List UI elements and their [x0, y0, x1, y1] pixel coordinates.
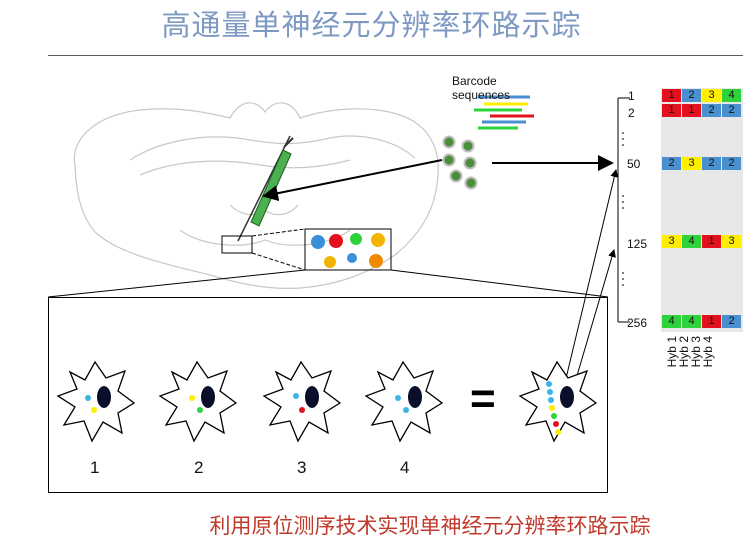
code-cell: 2: [682, 89, 701, 102]
library-ellipsis: [622, 132, 624, 286]
neuron-nuclei: [97, 386, 574, 408]
code-cell: 4: [682, 235, 701, 248]
code-cell: 2: [702, 104, 721, 117]
brain-section-illustration: [73, 102, 439, 289]
code-grid-background: [661, 88, 743, 332]
syringe-icon: [237, 135, 294, 242]
virus-particles: [442, 135, 478, 190]
code-cell: 4: [662, 315, 681, 328]
barcode-sequences-label: Barcode sequences: [452, 74, 511, 102]
code-cell: 2: [662, 157, 681, 170]
neuron-number-3: 3: [297, 458, 307, 477]
code-cell: 1: [682, 104, 701, 117]
neuron-cells: [56, 360, 598, 443]
labeled-neurons-cluster: [311, 233, 385, 268]
neuron-panel: [48, 297, 608, 493]
code-cell: 3: [662, 235, 681, 248]
arrow-to-syringe: [262, 159, 443, 202]
hyb-label-4: Hyb 4: [701, 336, 715, 368]
page-title: 高通量单神经元分辨率环路示踪: [161, 8, 582, 42]
code-cell: 2: [722, 104, 741, 117]
code-cell: 2: [722, 157, 741, 170]
neuron-number-4: 4: [400, 458, 410, 477]
code-cell: 4: [722, 89, 741, 102]
code-cell: 3: [722, 235, 741, 248]
equals-sign: =: [470, 374, 496, 423]
index-label-125: 125: [627, 237, 648, 251]
caption: 利用原位测序技术实现单神经元分辨率环路示踪: [209, 514, 651, 538]
code-cell: 3: [702, 89, 721, 102]
index-label-2: 2: [628, 106, 635, 120]
index-label-1: 1: [628, 89, 635, 103]
code-cell: 1: [662, 104, 681, 117]
library-bracket: [617, 97, 630, 323]
code-cell: 1: [662, 89, 681, 102]
neuron-number-1: 1: [90, 458, 100, 477]
title-divider: [48, 55, 743, 56]
barcode-dots: [85, 381, 561, 435]
injection-site-box: [221, 235, 253, 254]
code-cell: 3: [682, 157, 701, 170]
code-cell: 4: [682, 315, 701, 328]
index-label-256: 256: [627, 316, 648, 330]
code-cell: 2: [702, 157, 721, 170]
code-cell: 1: [702, 235, 721, 248]
barcode-sequences-bars: [474, 95, 534, 130]
code-cell: 2: [722, 315, 741, 328]
neuron-number-2: 2: [194, 458, 204, 477]
zoomed-neurons-box: [304, 228, 392, 271]
code-cell: 1: [702, 315, 721, 328]
index-label-50: 50: [627, 157, 641, 171]
